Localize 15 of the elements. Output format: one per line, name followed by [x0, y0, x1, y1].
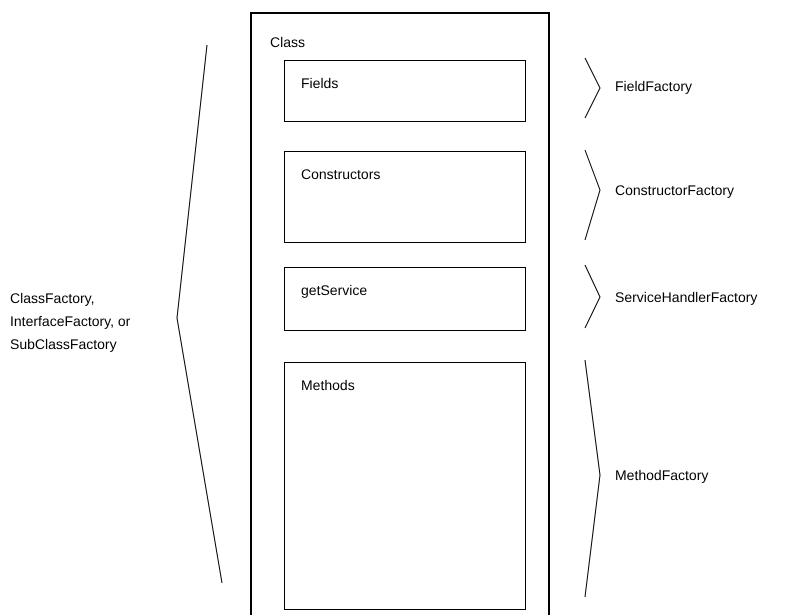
bracket-label: FieldFactory	[615, 78, 692, 94]
bracket-label: ServiceHandlerFactory	[615, 289, 758, 305]
bracket-label: ConstructorFactory	[615, 182, 734, 198]
section-box	[284, 60, 526, 122]
section-box	[284, 151, 526, 243]
section-box	[284, 267, 526, 331]
section-box	[284, 362, 526, 610]
box-title: Methods	[301, 377, 355, 393]
box-title: Class	[270, 34, 306, 50]
box-title: Constructors	[301, 166, 380, 182]
box-title: getService	[301, 282, 368, 298]
class-box	[250, 12, 550, 615]
bracket-label: MethodFactory	[615, 467, 708, 483]
box-title: Fields	[301, 75, 338, 91]
bracket-label: ClassFactory, InterfaceFactory, or SubClassFactory	[10, 289, 132, 354]
